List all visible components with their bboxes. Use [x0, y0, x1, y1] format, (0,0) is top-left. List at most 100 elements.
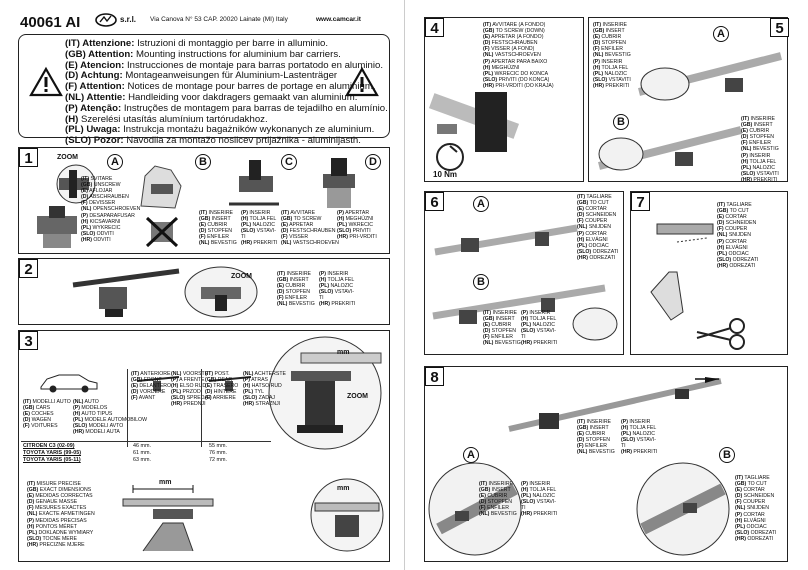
label-line: (H) KICSAVARNI: [81, 218, 121, 225]
insert-text: (IT) INSERIRE(GB) INSERT(E) CUBRIR(D) ST…: [593, 22, 631, 89]
letter-a: A: [473, 196, 489, 212]
label-line: (E) APRETAR (A FONDO): [483, 34, 544, 41]
label-line: (HR) PREKRITI: [621, 449, 658, 456]
label-line: (F) ENFILER: [199, 234, 229, 241]
letter-b: B: [613, 114, 629, 130]
label-line: TI: [621, 443, 626, 450]
insert-text-2: (P) INSERIR(H) TOLJA FEL(PL) NALOZIC(SLO…: [241, 210, 277, 247]
bar-measure-zoom: [310, 478, 384, 552]
label-line: (E) TRASERO: [205, 383, 239, 390]
warning-text: Szerelési utasítás alumínium tartórudakh…: [80, 113, 268, 125]
letter-d: D: [365, 154, 381, 170]
label-line: (E) CUBRIR: [199, 222, 228, 229]
warning-lang: (F) Attention:: [65, 81, 128, 93]
label-line: (D) STOPFEN: [593, 40, 627, 47]
label-line: (F) ENFILER: [483, 334, 513, 341]
table-cell-front: 61 mm.: [133, 450, 151, 456]
label-line: (H) ELVÁGNI: [577, 236, 608, 243]
vehicle-table: CITROEN C3 (02-09)46 mm.55 mm.TOYOTA YAR…: [23, 443, 273, 464]
label-line: (HR) PREKRITI: [319, 301, 356, 308]
label-line: (GB) INSERT: [479, 487, 511, 494]
label-line: (GB) FRONT: [131, 377, 162, 384]
step-number: 8: [425, 367, 444, 386]
insert-text-a-2: (P) INSERIR(H) TOLJA FEL(PL) NALOZIC(SLO…: [521, 481, 557, 518]
foot-screw-illustration: [323, 158, 355, 208]
label-line: (SLO) VSTAVI-: [521, 499, 556, 506]
label-line: (D) STOPFEN: [483, 328, 517, 335]
warning-lang: (E) Atencion:: [65, 59, 127, 71]
warning-line: (F) Attention: Notices de montage pour b…: [65, 81, 388, 93]
label-line: (IT) INSERIRE: [741, 116, 776, 122]
label-line: (PL) ODCIAC: [717, 250, 749, 257]
label-line: (IT) INSERIRE: [199, 210, 234, 216]
label-line: (PL) NALOZIC: [319, 283, 354, 290]
label-line: (IT) AVVITARE: [281, 210, 316, 216]
label-line: (NL) SNIJDEN: [735, 505, 770, 512]
label-line: (F) VISSER (A FOND): [483, 46, 535, 53]
label-line: (D) STOPFEN: [577, 437, 611, 444]
cut-text: (IT) TAGLIARE(GB) TO CUT(E) CORTAR(D) SC…: [577, 194, 618, 261]
letter-a: A: [107, 154, 123, 170]
step-2-panel: 2 ZOOM (IT) INSERIRE(GB) INSERT(E) CUBRI…: [18, 258, 390, 325]
label-line: (P) CORTAR: [577, 230, 607, 237]
label-line: (D) WAGEN: [23, 417, 52, 424]
company-address: Via Canova N° 53 CAP. 20020 Lainate (MI)…: [150, 16, 288, 23]
label-line: (NL) VASTSCHROEVEN: [483, 52, 541, 59]
warning-line: (GB) Attention: Mounting instructions fo…: [65, 48, 388, 61]
label-line: (PL) NALOZIC: [621, 431, 656, 438]
foot-unscrew-illustration: [37, 206, 77, 248]
label-line: (SLO) PRIVITI (DO KONCA): [483, 76, 550, 83]
label-line: (D) FESTSCHRAUBEN: [483, 40, 538, 47]
page-fold: [404, 0, 405, 570]
step-number: 1: [19, 148, 38, 167]
front-text-2: (NL) VOORSTE(P) A FRENTE(H) ELSO RUD(PL)…: [171, 371, 211, 408]
warning-text: Mounting instructions for aluminium bar …: [136, 48, 341, 60]
label-line: (E) CORTAR: [577, 206, 607, 213]
warning-line: (P) Atenção: Instruções de montagem para…: [65, 103, 388, 115]
bar-cut-a-illustration: [434, 224, 578, 256]
step-8-panel: 8 (IT) INSERIRE(GB) INSERT(E) CUBRIR(D) …: [424, 366, 788, 562]
label-line: (P) INSERIR: [741, 152, 771, 159]
label-line: (SLO) ODVITI: [81, 230, 114, 237]
label-line: (SLO) VSTAVITI: [593, 76, 631, 83]
label-line: (H) MEGHÚZNI: [483, 64, 520, 71]
label-line: (PL) NALOZIC: [521, 493, 556, 500]
label-line: (D) SCHNEIDEN: [717, 220, 757, 227]
zoom-circle-illustration: [184, 266, 258, 318]
label-line: (GB) INSERT: [593, 28, 625, 35]
warning-text: Montageanweisungen für Aluminium-Lastent…: [125, 70, 338, 82]
insert-text-mid-2: (P) INSERIR(H) TOLJA FEL(PL) NALOZIC(SLO…: [621, 419, 657, 456]
insert-text-mid: (IT) INSERIRE(GB) INSERT(E) CUBRIR(D) ST…: [577, 419, 615, 456]
label-line: (SLO) VSTAVI-: [319, 289, 354, 296]
insert-text: (IT) INSERIRE(GB) INSERT(E) CUBRIR(D) ST…: [277, 271, 315, 308]
warning-text-list: (IT) Attenzione: Istruzioni di montaggio…: [65, 38, 388, 158]
label-line: (H) MEGHÚZNI: [337, 216, 374, 223]
insert-text-b: (IT) INSERIRE(GB) INSERT(E) CUBRIR(D) ST…: [741, 116, 779, 183]
label-line: (PL) WKRECIC DO KONCA: [483, 70, 549, 77]
label-line: (F) COUPER: [577, 218, 608, 225]
label-line: (NL) SNIJDEN: [577, 224, 612, 231]
forbidden-icon: [145, 216, 179, 248]
label-line: TI: [521, 505, 526, 512]
label-line: (SLO) ODREZATI: [577, 248, 619, 255]
label-line: (HR) ODREZATI: [577, 254, 616, 261]
zoom-label: ZOOM: [231, 273, 252, 280]
label-line: (PL) PRZOD: [171, 389, 201, 396]
label-line: (F) VISSER: [281, 234, 309, 241]
label-line: (IT) INSERIRE: [483, 310, 518, 316]
label-line: (GB) CARS: [23, 405, 51, 412]
label-line: (P) MEDIDAS PRECISAS: [27, 517, 87, 524]
label-line: (GB) UNSCREW: [81, 182, 121, 189]
warning-icon-right: [345, 66, 379, 97]
label-line: (H) AUTO TIPUS: [73, 411, 113, 418]
label-line: (NL) BEVESTIG: [199, 240, 237, 247]
label-line: (D) FESTSCHRAUBEN: [281, 228, 336, 235]
label-line: (HR) STRAZNJI: [243, 401, 281, 408]
rubber-cut-illustration: [650, 223, 714, 321]
label-line: (NL) VOORSTE: [171, 371, 209, 377]
label-line: (E) CUBRIR: [577, 431, 606, 438]
label-line: (SLO) PRIVITI: [337, 228, 371, 235]
label-line: (E) CORTAR: [735, 487, 765, 494]
label-line: (SLO) ODREZATI: [717, 256, 759, 263]
label-line: (IT) INSERIRE: [593, 22, 628, 28]
